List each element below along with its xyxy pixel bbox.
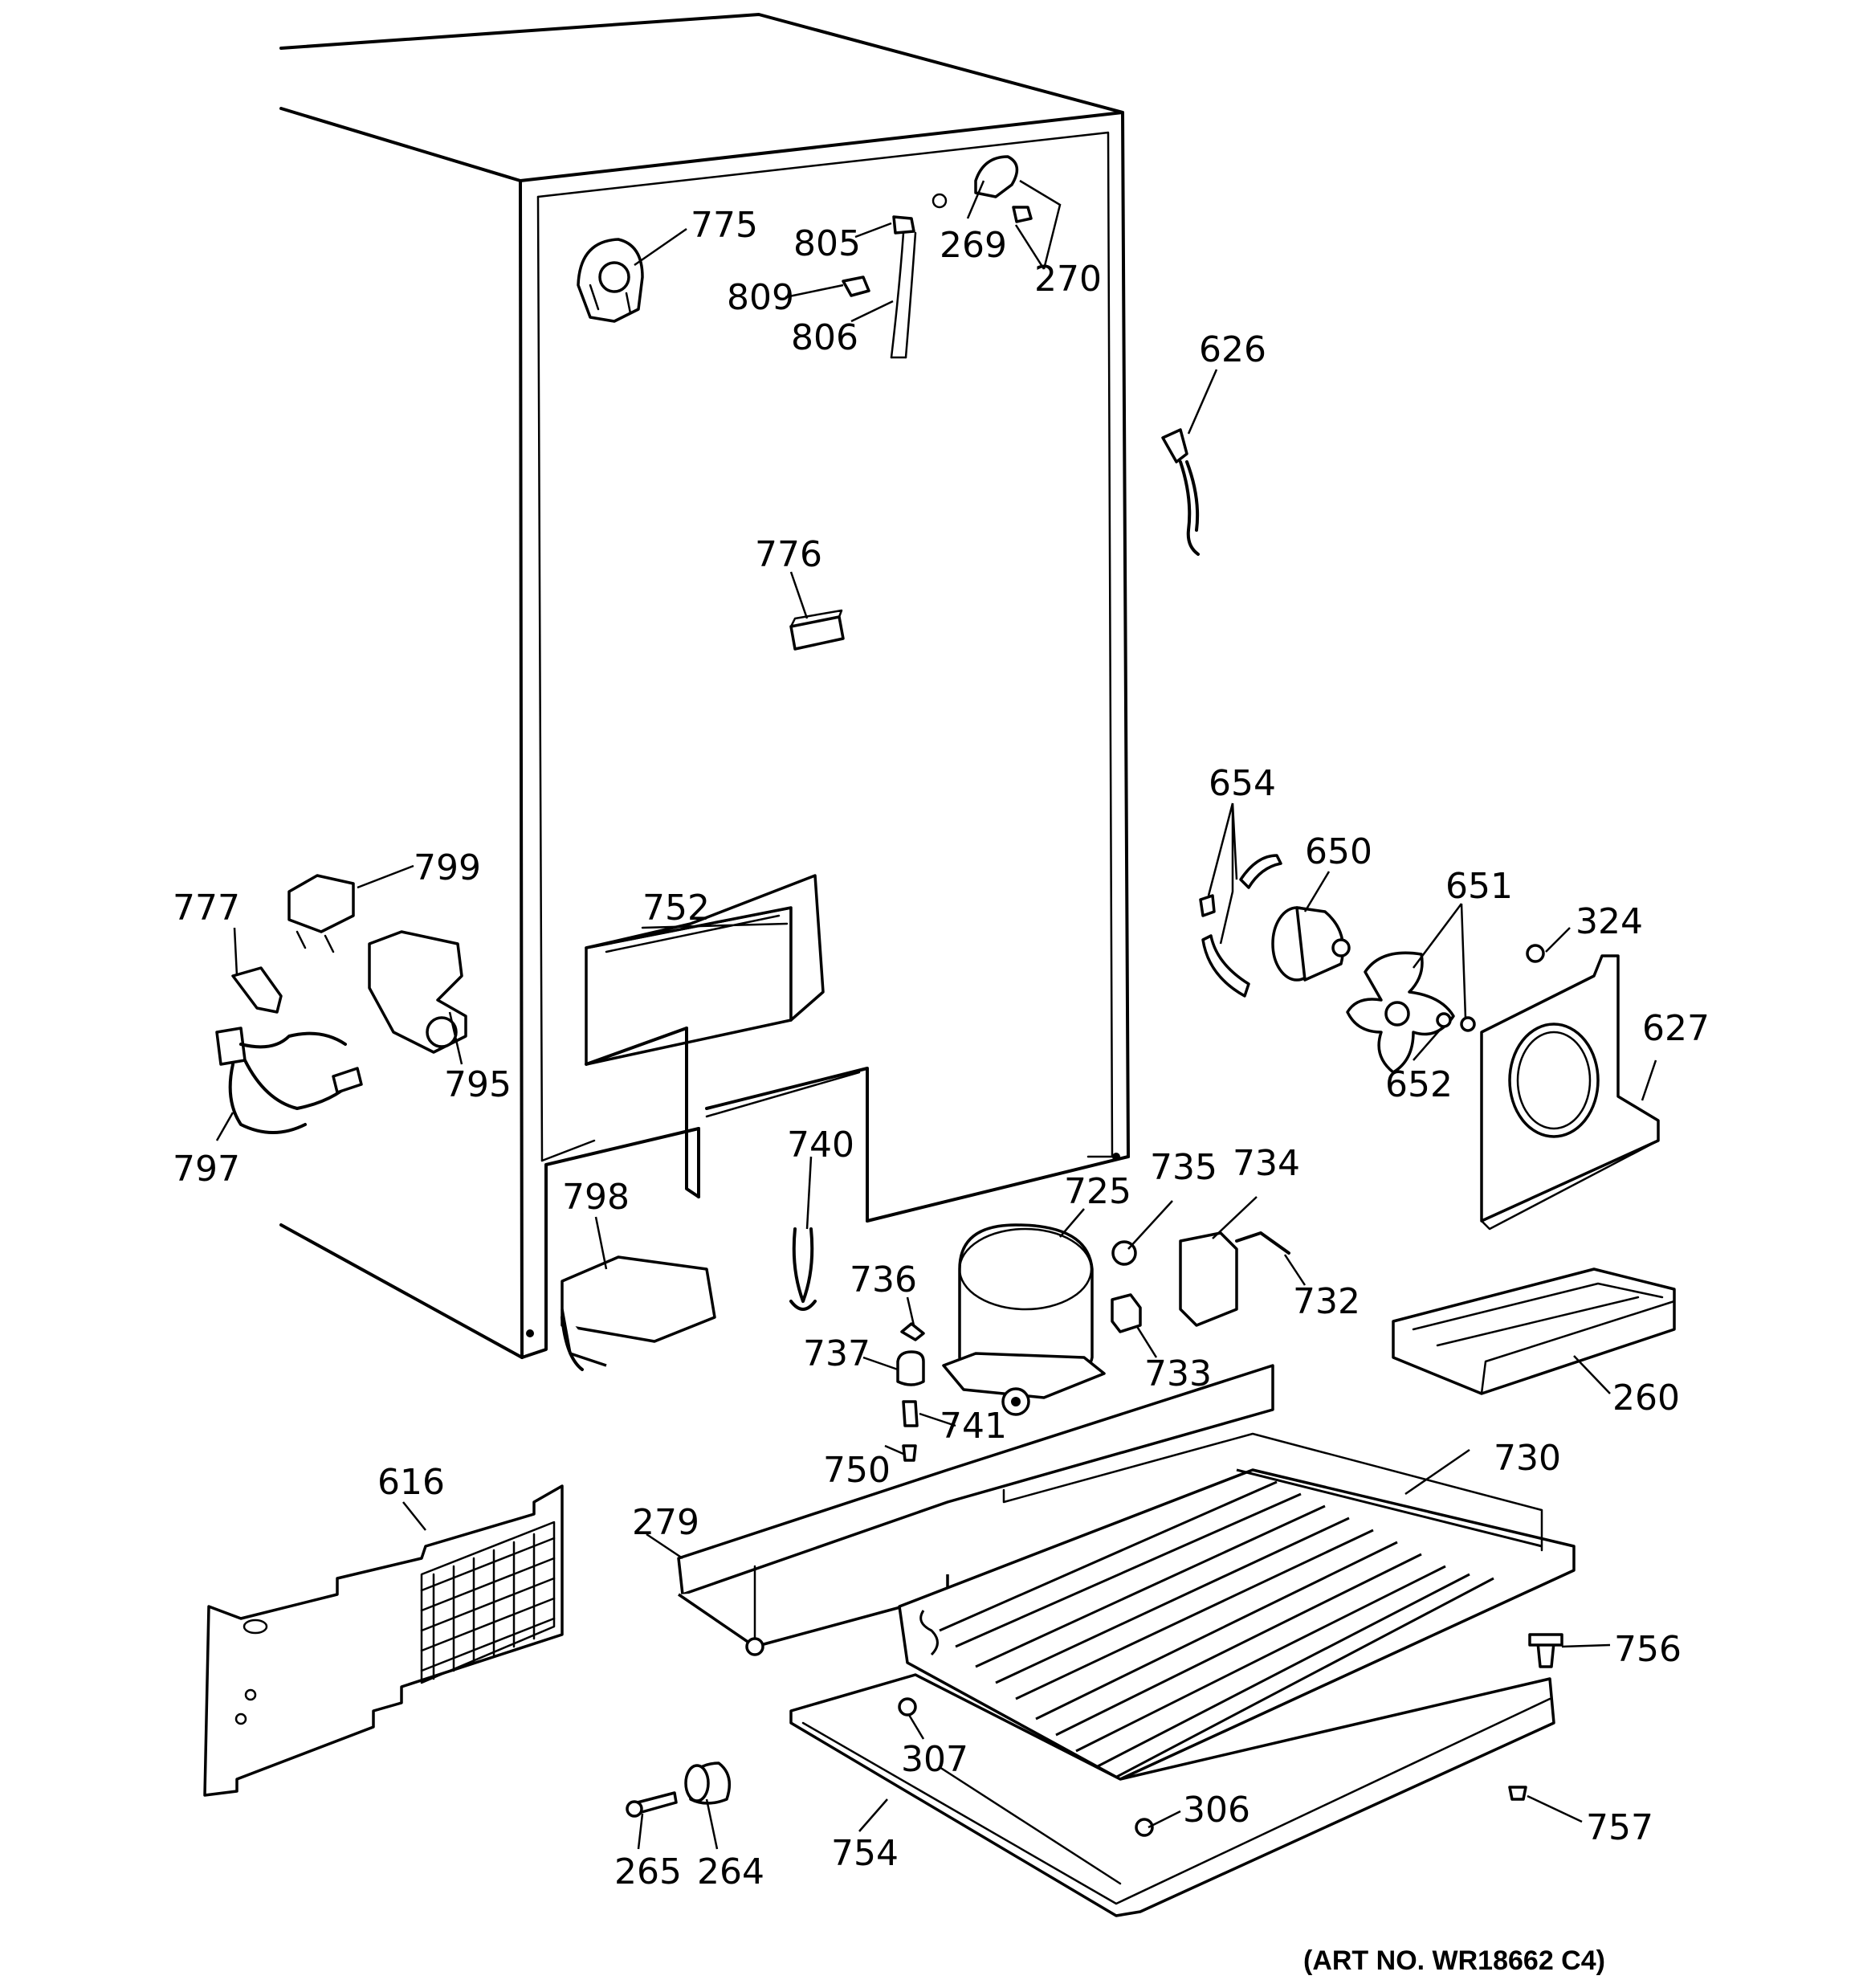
part-260-drain-pan: [1392, 1268, 1676, 1395]
part-651-fan-blade: [1346, 951, 1455, 1074]
part-652-washer: [1436, 1012, 1476, 1032]
part-756-leveling-leg: [1528, 1633, 1563, 1668]
part-733-capacitor: [1111, 1293, 1142, 1333]
callout-616: 616: [377, 1462, 445, 1503]
part-324-screw: [1526, 944, 1545, 963]
callout-795: 795: [444, 1064, 512, 1105]
callout-654: 654: [1209, 763, 1276, 804]
callout-306: 306: [1183, 1790, 1250, 1831]
callout-754: 754: [831, 1833, 899, 1874]
callout-279: 279: [632, 1502, 699, 1543]
callout-798: 798: [562, 1177, 630, 1218]
part-754-base-rail: [789, 1673, 1555, 1917]
part-725-compressor: [942, 1223, 1106, 1416]
callout-307: 307: [901, 1739, 968, 1780]
callout-805: 805: [793, 223, 861, 264]
part-741-sleeve: [902, 1400, 919, 1427]
part-777-bracket: [231, 966, 283, 1014]
part-757-screw: [1508, 1786, 1527, 1801]
callout-775: 775: [691, 205, 758, 246]
grille-pattern: [420, 1533, 556, 1680]
part-776-clip: [789, 609, 845, 651]
callout-734: 734: [1233, 1143, 1300, 1184]
part-265-bolt: [626, 1791, 678, 1818]
part-627-fan-shroud: [1480, 954, 1660, 1231]
part-654-brackets: [1199, 854, 1282, 998]
part-307-bracket: [898, 1697, 917, 1717]
part-750-screw: [902, 1444, 917, 1462]
callout-265: 265: [614, 1851, 682, 1892]
callout-750: 750: [823, 1450, 891, 1491]
callout-730: 730: [1494, 1438, 1561, 1479]
refrigerator-cabinet: [279, 13, 1130, 1359]
callout-797: 797: [173, 1149, 240, 1190]
callout-799: 799: [414, 847, 481, 888]
part-269-tube-end: [932, 155, 1019, 209]
part-740-clip: [789, 1227, 817, 1311]
callout-740: 740: [787, 1125, 854, 1165]
part-270-screw: [1012, 206, 1033, 223]
part-806-tube: [890, 231, 917, 359]
part-279-base-frame: [677, 1364, 1274, 1656]
callout-270: 270: [1034, 259, 1102, 300]
callout-736: 736: [850, 1259, 917, 1300]
callout-650: 650: [1305, 831, 1372, 872]
callout-725: 725: [1064, 1171, 1131, 1212]
callout-264: 264: [697, 1851, 764, 1892]
part-650-fan-motor: [1271, 906, 1351, 982]
part-264-roller: [684, 1761, 732, 1805]
callout-626: 626: [1199, 329, 1266, 370]
part-805-fitting: [892, 215, 915, 235]
part-730-condenser-coil: [898, 1432, 1576, 1781]
part-616-access-cover: [203, 1484, 564, 1797]
callout-269: 269: [940, 225, 1007, 266]
part-734-relay: [1179, 1231, 1238, 1327]
callout-733: 733: [1144, 1353, 1212, 1394]
callout-776: 776: [755, 534, 822, 575]
callout-741: 741: [940, 1406, 1007, 1447]
art-number: (ART NO. WR18662 C4): [1303, 1945, 1605, 1976]
coil-tubes: [939, 1468, 1543, 1781]
callout-809: 809: [727, 277, 794, 318]
part-306-screw: [1135, 1818, 1154, 1837]
part-795-water-valve: [368, 930, 467, 1054]
callout-651: 651: [1445, 866, 1513, 907]
callout-260: 260: [1612, 1378, 1680, 1419]
callout-735: 735: [1150, 1147, 1217, 1188]
part-737-grommet: [896, 1350, 925, 1386]
part-797-wire-harness: [215, 1027, 363, 1134]
callout-652: 652: [1385, 1064, 1453, 1105]
part-736-clip: [900, 1322, 925, 1341]
callout-627: 627: [1642, 1008, 1710, 1049]
callout-777: 777: [173, 888, 240, 929]
part-752-cover: [585, 874, 861, 1198]
callout-752: 752: [642, 888, 710, 929]
callout-labels: 775 805 809 806 269 270 626 776 654 650 …: [173, 205, 1710, 1976]
part-626-power-cord: [1161, 428, 1200, 556]
part-798-water-valve: [561, 1255, 716, 1371]
leader-lines: [215, 179, 1657, 1850]
callout-737: 737: [803, 1333, 870, 1374]
part-732-wire: [1235, 1231, 1290, 1255]
callout-324: 324: [1576, 901, 1643, 942]
part-799-water-valve: [287, 874, 355, 953]
callout-806: 806: [791, 317, 858, 358]
part-775-damper: [577, 238, 644, 323]
callout-732: 732: [1293, 1281, 1360, 1322]
part-809-clip: [842, 276, 870, 297]
callout-756: 756: [1614, 1629, 1682, 1670]
callout-757: 757: [1586, 1807, 1653, 1848]
